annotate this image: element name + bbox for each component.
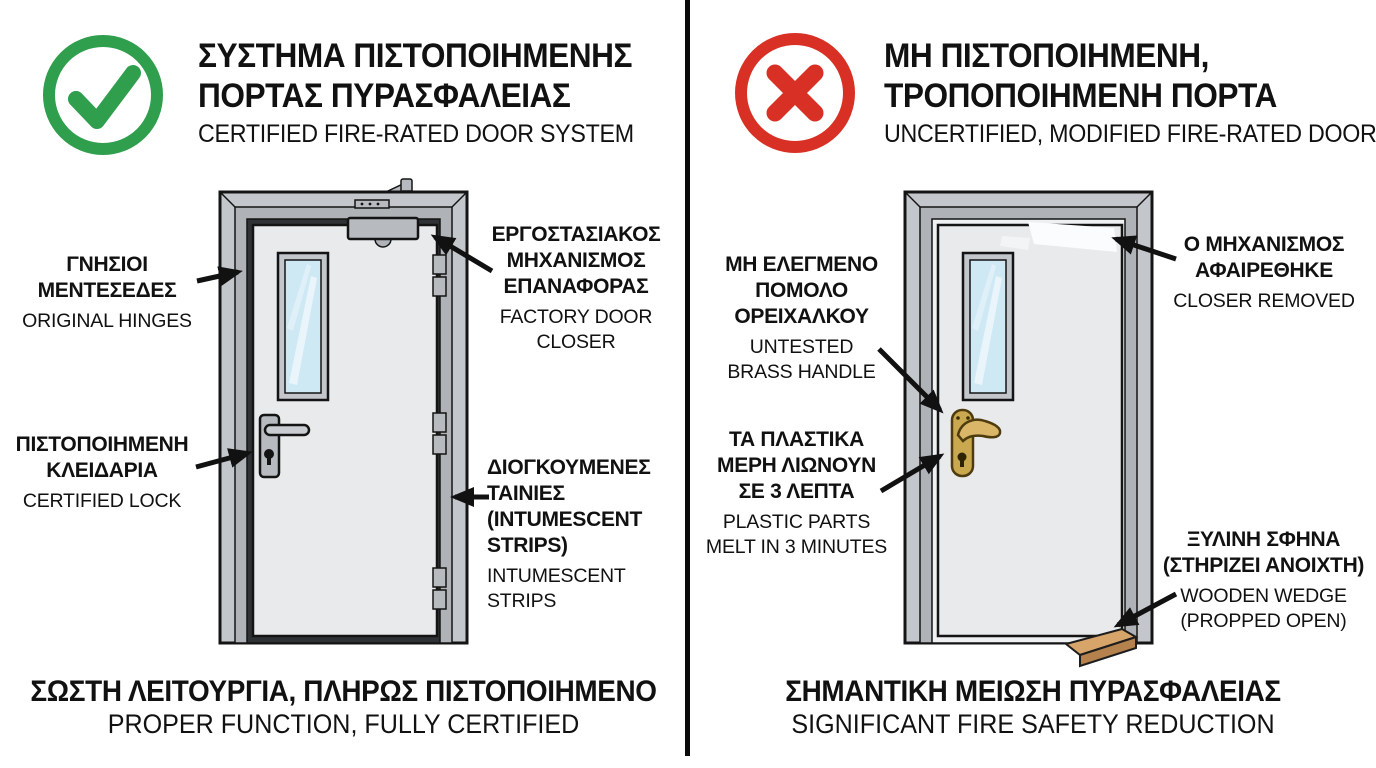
label-line: ΕΠΑΝΑΦΟΡΑΣ [503,275,649,298]
check-icon [40,32,166,158]
left-footer-el: ΣΩΣΤΗ ΛΕΙΤΟΥΡΓΙΑ, ΠΛΗΡΩΣ ΠΙΣΤΟΠΟΙΗΜΕΝΟ [30,675,657,708]
label-wooden-wedge: ΞΥΛΙΝΗ ΣΦΗΝΑ (ΣΤΗΡΙΖΕΙ ΑΝΟΙΧΤΗ) WOODEN W… [1156,527,1371,634]
right-footer: ΣΗΜΑΝΤΙΚΗ ΜΕΙΩΣΗ ΠΥΡΑΣΦΑΛΕΙΑΣ SIGNIFICAN… [714,676,1352,740]
label-certified-lock: ΠΙΣΤΟΠΟΙΗΜΕΝΗ ΚΛΕΙΔΑΡΙΑ CERTIFIED LOCK [2,432,202,514]
label-line: ΤΑΙΝΙΕΣ [487,482,565,505]
label-line: STRIPS) [487,534,568,557]
left-title-en: CERTIFIED FIRE-RATED DOOR SYSTEM [198,120,634,148]
left-title-el-line: ΠΟΡΤΑΣ ΠΥΡΑΣΦΑΛΕΙΑΣ [198,77,571,115]
label-line: ΓΝΗΣΙΟΙ [66,253,148,276]
right-title-el-line: ΤΡΟΠΟΠΟΙΗΜΕΝΗ ΠΟΡΤΑ [884,77,1277,115]
label-plastic-parts: ΤΑ ΠΛΑΣΤΙΚΑ ΜΕΡΗ ΛΙΩΝΟΥΝ ΣΕ 3 ΛΕΠΤΑ PLAS… [698,427,895,560]
label-line: (INTUMESCENT [487,508,643,531]
label-line: MELT IN 3 MINUTES [705,536,888,558]
label-line: PLASTIC PARTS [722,511,871,533]
label-factory-closer: ΕΡΓΟΣΤΑΣΙΑΚΟΣ ΜΗΧΑΝΙΣΜΟΣ ΕΠΑΝΑΦΟΡΑΣ FACT… [480,222,672,355]
label-closer-removed: Ο ΜΗΧΑΝΙΣΜΟΣ ΑΦΑΙΡΕΘΗΚΕ CLOSER REMOVED [1158,232,1370,314]
right-title-el-line: ΜΗ ΠΙΣΤΟΠΟΙΗΜΕΝΗ, [884,37,1209,75]
label-line: STRIPS [487,590,557,612]
closer-removed-patch [1028,222,1117,252]
label-line: ΜΗΧΑΝΙΣΜΟΣ [506,249,646,272]
right-footer-el: ΣΗΜΑΝΤΙΚΗ ΜΕΙΩΣΗ ΠΥΡΑΣΦΑΛΕΙΑΣ [785,675,1281,708]
label-original-hinges: ΓΝΗΣΙΟΙ ΜΕΝΤΕΣΕΔΕΣ ORIGINAL HINGES [12,252,202,334]
label-line: CLOSER [536,331,616,353]
label-line: ΜΕΡΗ ΛΙΩΝΟΥΝ [717,454,876,477]
label-line: ΕΡΓΟΣΤΑΣΙΑΚΟΣ [491,223,661,246]
label-line: BRASS HANDLE [727,361,876,383]
label-line: ΑΦΑΙΡΕΘΗΚΕ [1195,259,1333,282]
right-footer-en: SIGNIFICANT FIRE SAFETY REDUCTION [791,709,1275,739]
wooden-wedge-front [1079,635,1137,668]
modified-door-illustration [903,190,1154,668]
panel-divider [685,0,690,756]
label-line: UNTESTED [749,336,854,358]
label-line: ΜΗ ΕΛΕΓΜΕΝΟ [725,253,878,276]
keyhole [264,449,274,459]
label-line: ORIGINAL HINGES [22,310,192,332]
label-brass-handle: ΜΗ ΕΛΕΓΜΕΝΟ ΠΟΜΟΛΟ ΟΡΕΙΧΑΛΚΟΥ UNTESTED B… [703,252,900,385]
left-title: ΣΥΣΤΗΜΑ ΠΙΣΤΟΠΟΙΗΜΕΝΗΣ ΠΟΡΤΑΣ ΠΥΡΑΣΦΑΛΕΙ… [198,36,634,149]
label-line: ΔΙΟΓΚΟΥΜΕΝΕΣ [487,456,651,479]
label-line: ΜΕΝΤΕΣΕΔΕΣ [37,279,177,302]
label-line: ΠΟΜΟΛΟ [755,279,848,302]
label-line: Ο ΜΗΧΑΝΙΣΜΟΣ [1183,233,1345,256]
x-icon [732,30,858,156]
label-intumescent-strips: ΔΙΟΓΚΟΥΜΕΝΕΣ ΤΑΙΝΙΕΣ (INTUMESCENT STRIPS… [487,455,672,614]
left-footer-en: PROPER FUNCTION, FULLY CERTIFIED [107,709,580,739]
right-title: ΜΗ ΠΙΣΤΟΠΟΙΗΜΕΝΗ, ΤΡΟΠΟΠΟΙΗΜΕΝΗ ΠΟΡΤΑ UN… [884,36,1376,149]
certified-door-illustration [218,178,469,645]
label-line: FACTORY DOOR [499,306,653,328]
label-line: ΞΥΛΙΝΗ ΣΦΗΝΑ [1186,528,1341,551]
label-line: ΚΛΕΙΔΑΡΙΑ [46,459,158,482]
label-line: ΣΕ 3 ΛΕΠΤΑ [738,480,855,503]
label-line: (PROPPED OPEN) [1180,610,1347,632]
right-title-en: UNCERTIFIED, MODIFIED FIRE-RATED DOOR [884,120,1376,148]
keyhole [957,452,967,462]
left-footer: ΣΩΣΤΗ ΛΕΙΤΟΥΡΓΙΑ, ΠΛΗΡΩΣ ΠΙΣΤΟΠΟΙΗΜΕΝΟ P… [24,676,663,740]
lever-handle [263,423,311,437]
label-line: (ΣΤΗΡΙΖΕΙ ΑΝΟΙΧΤΗ) [1162,554,1365,577]
door-closer-body [346,216,420,241]
brass-handle-lever [956,418,1002,443]
label-line: ΠΙΣΤΟΠΟΙΗΜΕΝΗ [15,433,189,456]
label-line: ΤΑ ΠΛΑΣΤΙΚΑ [729,428,864,451]
door-closer-bracket [354,199,390,209]
label-line: ΟΡΕΙΧΑΛΚΟΥ [734,305,869,328]
label-line: WOODEN WEDGE [1180,585,1347,607]
label-line: CLOSER REMOVED [1173,290,1355,312]
left-title-el-line: ΣΥΣΤΗΜΑ ΠΙΣΤΟΠΟΙΗΜΕΝΗΣ [198,37,632,75]
label-line: CERTIFIED LOCK [22,490,182,512]
label-line: INTUMESCENT [487,565,626,587]
